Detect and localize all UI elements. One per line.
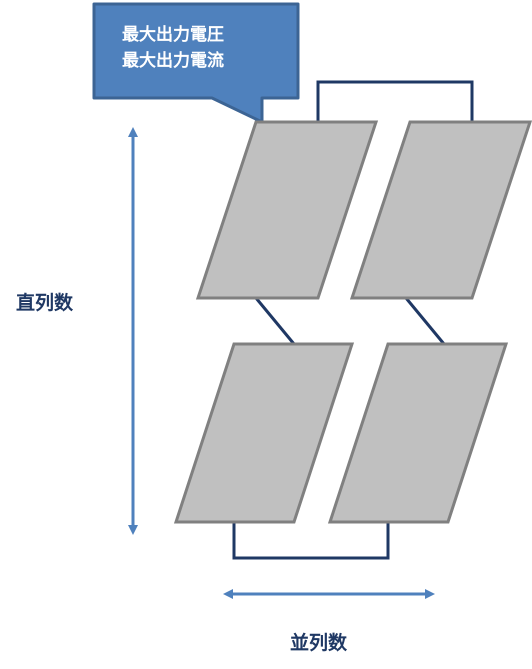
- bottom-parallel-wire: [232, 522, 390, 560]
- left-series-wire: [254, 297, 296, 345]
- panel-bottom-left: [173, 342, 355, 524]
- callout-max-current: 最大出力電流: [122, 51, 224, 71]
- parallel-count-label: 並列数: [290, 632, 348, 654]
- right-series-wire: [404, 297, 446, 345]
- callout-text: 最大出力電圧 最大出力電流: [96, 22, 296, 74]
- series-count-label: 直列数: [16, 292, 74, 314]
- top-parallel-wire: [316, 80, 474, 122]
- callout-box: [92, 2, 300, 124]
- panel-top-left: [195, 120, 379, 300]
- panel-top-right: [349, 120, 532, 300]
- callout-max-voltage: 最大出力電圧: [122, 25, 224, 45]
- panel-bottom-right: [327, 342, 509, 524]
